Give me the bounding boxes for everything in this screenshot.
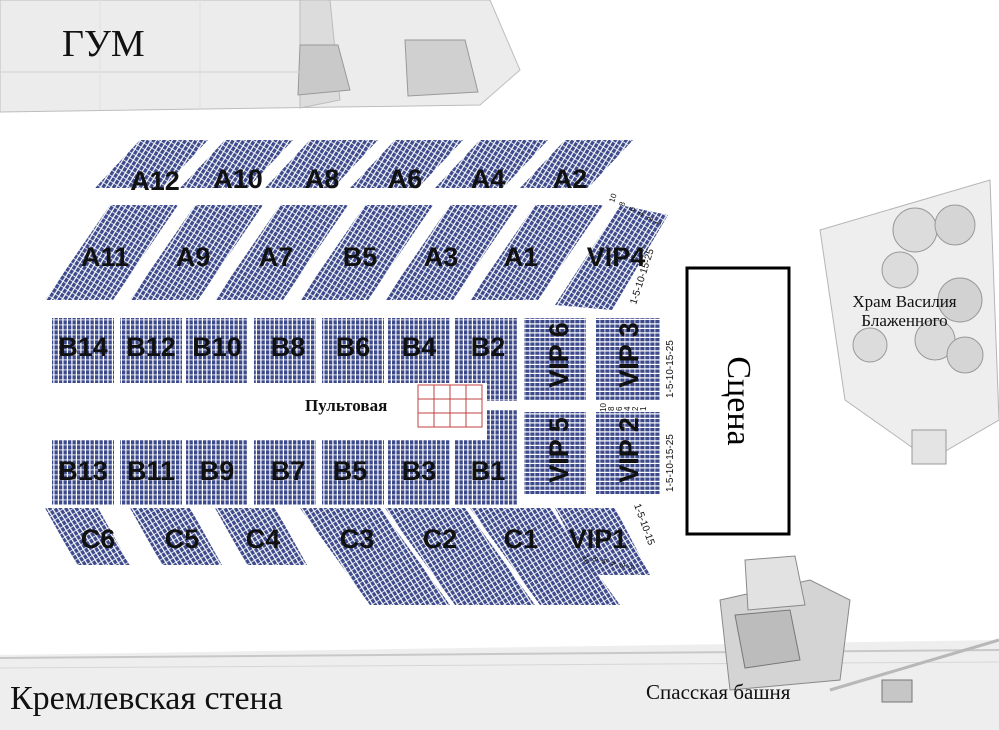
sector-label-b3[interactable]: B3 bbox=[402, 456, 437, 486]
sector-label-b14[interactable]: B14 bbox=[58, 332, 108, 362]
row-num-a2-4: 4 bbox=[636, 210, 646, 218]
sector-label-vip3[interactable]: VIP 3 bbox=[614, 322, 644, 388]
row-num-c-5: 5 bbox=[626, 564, 636, 572]
stage-label-box: Сцена bbox=[687, 268, 789, 534]
row-marker-vip1: 1-5-10-15 bbox=[631, 502, 656, 547]
sector-label-a7[interactable]: A7 bbox=[259, 242, 294, 272]
row-num-c-6: 6 bbox=[599, 558, 609, 566]
sector-label-a2[interactable]: A2 bbox=[553, 164, 588, 194]
sector-label-c4[interactable]: C4 bbox=[246, 524, 281, 554]
sector-label-c3[interactable]: C3 bbox=[340, 524, 375, 554]
sector-label-b5[interactable]: B5 bbox=[333, 456, 368, 486]
st-basil-label: Храм Василия Блаженного bbox=[852, 292, 957, 330]
row-num-c-8: 8 bbox=[590, 556, 600, 564]
sector-label-a3[interactable]: A3 bbox=[424, 242, 459, 272]
row-num-a2-10: 10 bbox=[607, 192, 618, 204]
sector-label-a12[interactable]: A12 bbox=[130, 166, 180, 196]
sector-label-a8[interactable]: A8 bbox=[305, 164, 340, 194]
sector-label-b9[interactable]: B9 bbox=[200, 456, 235, 486]
sector-label-vip4[interactable]: VIP4 bbox=[587, 242, 646, 272]
sector-label-vip1[interactable]: VIP1 bbox=[569, 524, 628, 554]
sector-label-a10[interactable]: A10 bbox=[213, 164, 263, 194]
row-marker-vip2: 1-5-10-15-25 bbox=[665, 434, 676, 492]
sector-label-vip2[interactable]: VIP 2 bbox=[614, 417, 644, 483]
row-num-c-10: 10 bbox=[580, 554, 591, 566]
row-num-mid-6: 6 bbox=[615, 406, 624, 411]
sector-label-c1[interactable]: C1 bbox=[504, 524, 539, 554]
spasskaya-tower-label: Спасская башня bbox=[646, 680, 791, 704]
sector-label-c6[interactable]: C6 bbox=[81, 524, 116, 554]
a-sector-stands bbox=[45, 140, 668, 310]
sector-label-c5[interactable]: C5 bbox=[165, 524, 200, 554]
sector-label-b4[interactable]: B4 bbox=[402, 332, 437, 362]
sector-label-b6[interactable]: B6 bbox=[336, 332, 371, 362]
row-num-mid-1: 1 bbox=[639, 406, 648, 411]
sector-label-b7[interactable]: B7 bbox=[271, 456, 306, 486]
gum-building bbox=[0, 0, 521, 113]
gum-label: ГУМ bbox=[62, 23, 145, 65]
sector-label-b12[interactable]: B12 bbox=[126, 332, 176, 362]
sector-label-a4[interactable]: A4 bbox=[471, 164, 506, 194]
sector-label-b8[interactable]: B8 bbox=[271, 332, 306, 362]
row-num-mid-10: 10 bbox=[599, 403, 608, 412]
row-num-c-3: 3 bbox=[617, 562, 627, 570]
row-num-a2-2: 2 bbox=[645, 215, 655, 223]
row-num-c-4: 4 bbox=[608, 560, 618, 568]
sector-label-b1[interactable]: B1 bbox=[471, 456, 506, 486]
sector-label-b5-upper[interactable]: B5 bbox=[343, 242, 378, 272]
sector-label-a6[interactable]: A6 bbox=[388, 164, 423, 194]
c-sector-stands bbox=[45, 508, 650, 605]
console-grid bbox=[417, 384, 483, 428]
kremlin-wall-label: Кремлевская стена bbox=[10, 680, 283, 717]
sector-label-vip6[interactable]: VIP 6 bbox=[544, 322, 574, 388]
vip-stands bbox=[524, 318, 660, 494]
sector-label-a9[interactable]: A9 bbox=[176, 242, 211, 272]
row-num-a2-6: 6 bbox=[627, 205, 637, 213]
row-marker-vip3: 1-5-10-15-25 bbox=[665, 340, 676, 398]
sector-label-b11[interactable]: B11 bbox=[127, 456, 175, 486]
sector-label-c2[interactable]: C2 bbox=[423, 524, 458, 554]
row-num-a2-1: 1 bbox=[653, 219, 663, 227]
console-label: Пультовая bbox=[305, 396, 388, 415]
spasskaya-tower bbox=[719, 555, 999, 703]
row-num-a2-8: 8 bbox=[617, 200, 627, 208]
b-sector-stands bbox=[52, 318, 517, 505]
row-num-mid-4: 4 bbox=[623, 406, 632, 411]
sector-label-a11[interactable]: A11 bbox=[81, 242, 129, 272]
stage bbox=[685, 266, 791, 536]
row-num-mid-2: 2 bbox=[631, 406, 640, 411]
sector-label-vip5[interactable]: VIP 5 bbox=[544, 417, 574, 483]
sector-label-b2[interactable]: B2 bbox=[471, 332, 506, 362]
row-num-mid-8: 8 bbox=[607, 406, 616, 411]
st-basil-cathedral bbox=[819, 179, 999, 465]
sector-label-a1[interactable]: A1 bbox=[504, 242, 539, 272]
sector-label-b10[interactable]: B10 bbox=[192, 332, 242, 362]
sector-label-b13[interactable]: B13 bbox=[58, 456, 108, 486]
stage-label: Сцена bbox=[720, 356, 757, 446]
